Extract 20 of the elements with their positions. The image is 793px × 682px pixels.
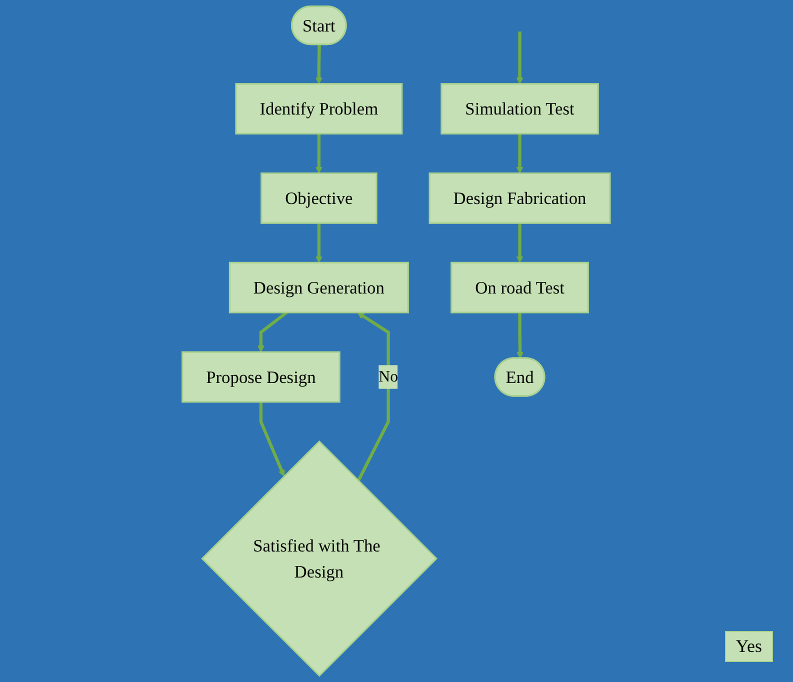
node-box: Simulation Test (441, 83, 600, 134)
note-label: Yes (724, 631, 773, 662)
arrow (258, 311, 288, 352)
node-box: Objective (260, 172, 378, 224)
node-box: Design Generation (229, 262, 410, 314)
arrow (516, 223, 524, 263)
arrow (516, 31, 524, 84)
node-diamond: Satisfied with The Design (201, 440, 438, 677)
arrow (260, 402, 286, 477)
arrow (357, 312, 390, 482)
node-box: On road Test (450, 262, 590, 314)
arrow (516, 312, 524, 359)
arrow (516, 134, 524, 174)
arrow (316, 134, 323, 174)
node-box: Design Fabrication (429, 172, 612, 224)
edge-label: No (378, 368, 398, 386)
node-box: Identify Problem (236, 83, 404, 134)
arrow (316, 223, 323, 263)
node-box: Propose Design (182, 351, 341, 403)
arrow (316, 44, 323, 84)
